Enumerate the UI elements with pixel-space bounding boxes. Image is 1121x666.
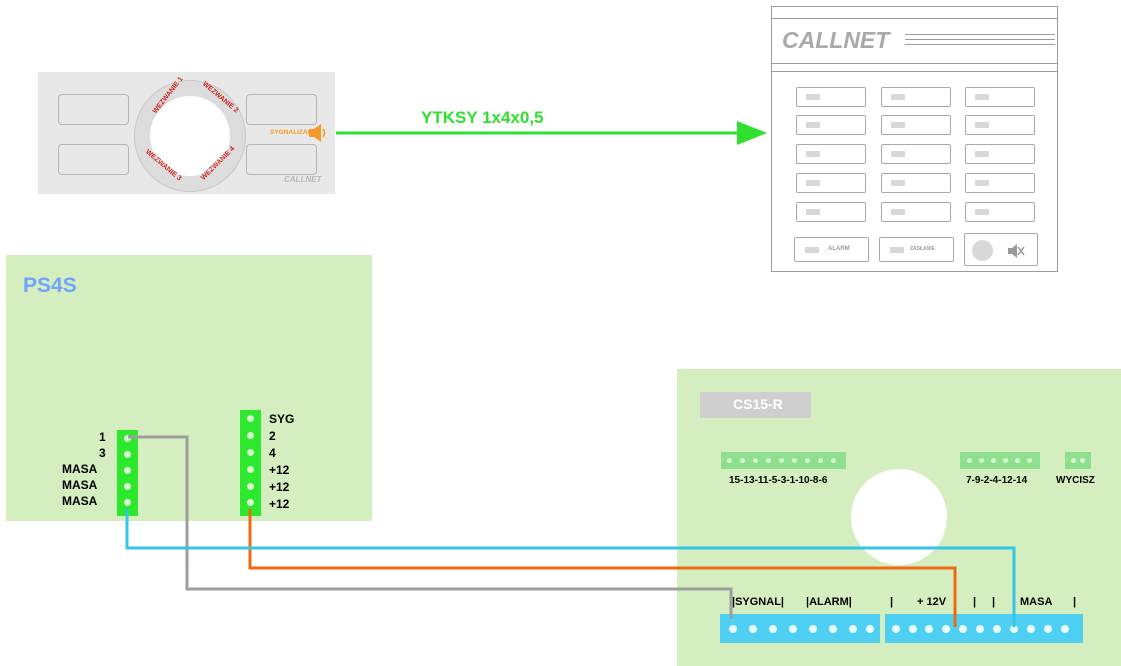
ps4s-left-terminal-block xyxy=(117,430,138,516)
cs15-connector-1 xyxy=(721,452,846,469)
separator-label: | xyxy=(973,596,977,608)
terminal-pin[interactable] xyxy=(247,466,254,473)
device-slot[interactable] xyxy=(796,173,866,193)
device-divider xyxy=(772,18,1057,19)
callnet-device: CALLNET ALARM ZASŁANIE xyxy=(771,6,1058,272)
device-slot[interactable] xyxy=(965,173,1035,193)
separator-label: | xyxy=(992,596,996,608)
terminal-pin[interactable] xyxy=(124,483,131,490)
plus12v-label: + 12V xyxy=(917,596,947,608)
ps4s-board: PS4S 1 3 MASA MASA MASA SYG 2 4 +12 +12 … xyxy=(6,255,372,521)
terminal-label-masa: MASA xyxy=(62,478,98,492)
cs15-board: CS15-R 15-13-11-5-3-1-10-8-6 7-9-2-4-12-… xyxy=(677,369,1121,666)
call-button-3[interactable] xyxy=(58,144,129,175)
signal-label: SYGNALIZACJA xyxy=(270,129,321,136)
terminal-pin[interactable] xyxy=(124,467,131,474)
ps4s-right-terminal-block xyxy=(240,410,261,516)
device-slot[interactable] xyxy=(796,144,866,164)
terminal-label-plus12: +12 xyxy=(269,463,290,477)
terminal-pin[interactable] xyxy=(124,435,131,442)
device-slot[interactable] xyxy=(796,115,866,135)
mute-button-knob xyxy=(972,240,993,261)
terminal-label-masa: MASA xyxy=(62,462,98,476)
device-slot[interactable] xyxy=(965,144,1035,164)
cs15-mount-hole xyxy=(851,469,947,565)
terminal-label-masa: MASA xyxy=(62,494,98,508)
terminal-pin[interactable] xyxy=(247,483,254,490)
terminal-pin[interactable] xyxy=(247,449,254,456)
ps4s-title: PS4S xyxy=(23,274,77,297)
masa-label: MASA xyxy=(1020,596,1053,608)
terminal-pin[interactable] xyxy=(247,415,254,422)
call-panel-logo: CALLNET xyxy=(284,175,322,184)
call-button-1[interactable] xyxy=(58,94,129,125)
terminal-label-2: 2 xyxy=(269,429,276,443)
device-slot[interactable] xyxy=(881,115,951,135)
separator-label: | xyxy=(1073,596,1077,608)
terminal-label-4: 4 xyxy=(269,446,276,460)
terminal-label-1: 1 xyxy=(99,430,106,444)
device-logo-line xyxy=(905,44,1055,45)
device-slot[interactable] xyxy=(796,87,866,107)
terminal-label-plus12: +12 xyxy=(269,480,290,494)
device-logo: CALLNET xyxy=(782,27,890,53)
cs15-connector-1-label: 15-13-11-5-3-1-10-8-6 xyxy=(729,475,828,486)
alarm-button[interactable]: ALARM xyxy=(794,237,869,262)
cs15-connector-2 xyxy=(960,452,1040,469)
device-divider xyxy=(772,63,1057,64)
separator-label: | xyxy=(890,596,894,608)
terminal-pin[interactable] xyxy=(247,499,254,506)
cs15-bottom-terminal-block-2 xyxy=(885,614,1083,643)
cs15-connector-3 xyxy=(1065,452,1091,469)
cable-label: YTKSY 1x4x0,5 xyxy=(421,108,544,127)
device-slot[interactable] xyxy=(796,202,866,222)
device-slot[interactable] xyxy=(965,87,1035,107)
device-slot[interactable] xyxy=(881,144,951,164)
device-logo-line xyxy=(905,39,1055,40)
device-logo-line xyxy=(905,34,1055,35)
device-slot[interactable] xyxy=(881,87,951,107)
terminal-label-plus12: +12 xyxy=(269,497,290,511)
cs15-name-tag xyxy=(700,392,811,418)
terminal-label-3: 3 xyxy=(99,446,106,460)
speaker-mute-icon xyxy=(1008,244,1025,258)
call-ring-center[interactable] xyxy=(150,96,230,176)
device-slot[interactable] xyxy=(965,202,1035,222)
device-divider xyxy=(772,71,1057,72)
zaslanie-button[interactable]: ZASŁANIE xyxy=(879,237,954,262)
alarm-terminal-label: |ALARM| xyxy=(806,596,852,608)
sygnal-label: |SYGNAL| xyxy=(732,596,784,608)
call-button-2[interactable] xyxy=(246,94,317,125)
device-slot[interactable] xyxy=(881,202,951,222)
terminal-pin[interactable] xyxy=(124,499,131,506)
alarm-label: ALARM xyxy=(828,246,850,252)
terminal-label-syg: SYG xyxy=(269,412,295,426)
mute-button[interactable] xyxy=(964,233,1038,266)
cs15-name: CS15-R xyxy=(733,396,783,412)
call-button-4[interactable] xyxy=(246,144,317,175)
speaker-icon xyxy=(309,124,326,142)
cs15-connector-3-label: WYCISZ xyxy=(1056,475,1095,486)
zaslanie-label: ZASŁANIE xyxy=(910,246,935,252)
terminal-pin[interactable] xyxy=(247,432,254,439)
terminal-pin[interactable] xyxy=(124,451,131,458)
device-slot[interactable] xyxy=(881,173,951,193)
cs15-bottom-terminal-block-1 xyxy=(720,614,880,643)
device-slot[interactable] xyxy=(965,115,1035,135)
cs15-connector-2-label: 7-9-2-4-12-14 xyxy=(966,475,1028,486)
call-button-panel: WEZWANIE 1 WEZWANIE 2 WEZWANIE 3 WEZWANI… xyxy=(38,72,335,194)
